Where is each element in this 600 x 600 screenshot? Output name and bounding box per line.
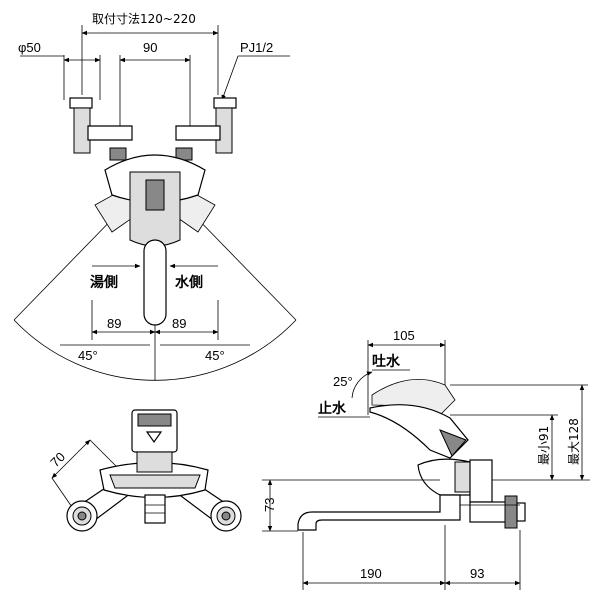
dim-190: 190 bbox=[360, 566, 382, 581]
spout-open-label: 吐水 bbox=[372, 353, 401, 370]
front-view: 70 bbox=[47, 409, 242, 532]
dim-90: 90 bbox=[143, 40, 157, 55]
spout-front bbox=[144, 494, 166, 524]
angle-25-label: 25° bbox=[333, 374, 353, 389]
dim-73: 73 bbox=[262, 498, 277, 512]
right-nut bbox=[213, 97, 237, 109]
max-height-label: 最大128 bbox=[567, 418, 581, 465]
hot-side-label: 湯側 bbox=[90, 274, 118, 291]
angle-right-label: 45° bbox=[205, 348, 225, 363]
dim-105: 105 bbox=[393, 328, 415, 343]
left-nut bbox=[69, 97, 93, 109]
wall-connector bbox=[469, 459, 493, 503]
thread-label: PJ1/2 bbox=[240, 40, 273, 55]
side-view: 105 吐水 25° 止水 最小91 最大128 bbox=[262, 328, 590, 590]
top-view: 取付寸法120~220 φ50 90 PJ1/2 bbox=[13, 12, 297, 381]
dim-89-right: 89 bbox=[172, 316, 186, 331]
dim-70: 70 bbox=[47, 449, 68, 470]
install-dimension-label: 取付寸法120~220 bbox=[92, 12, 196, 26]
dim-phi50: φ50 bbox=[18, 40, 41, 55]
cold-side-label: 水側 bbox=[175, 274, 203, 291]
min-height-label: 最小91 bbox=[537, 426, 551, 465]
spout-side bbox=[297, 494, 461, 531]
spout-top-view bbox=[143, 239, 167, 326]
dim-93: 93 bbox=[470, 566, 484, 581]
stop-label: 止水 bbox=[318, 400, 347, 417]
angle-left-label: 45° bbox=[78, 348, 98, 363]
lever-handle bbox=[369, 404, 469, 459]
dim-89-left: 89 bbox=[107, 316, 121, 331]
